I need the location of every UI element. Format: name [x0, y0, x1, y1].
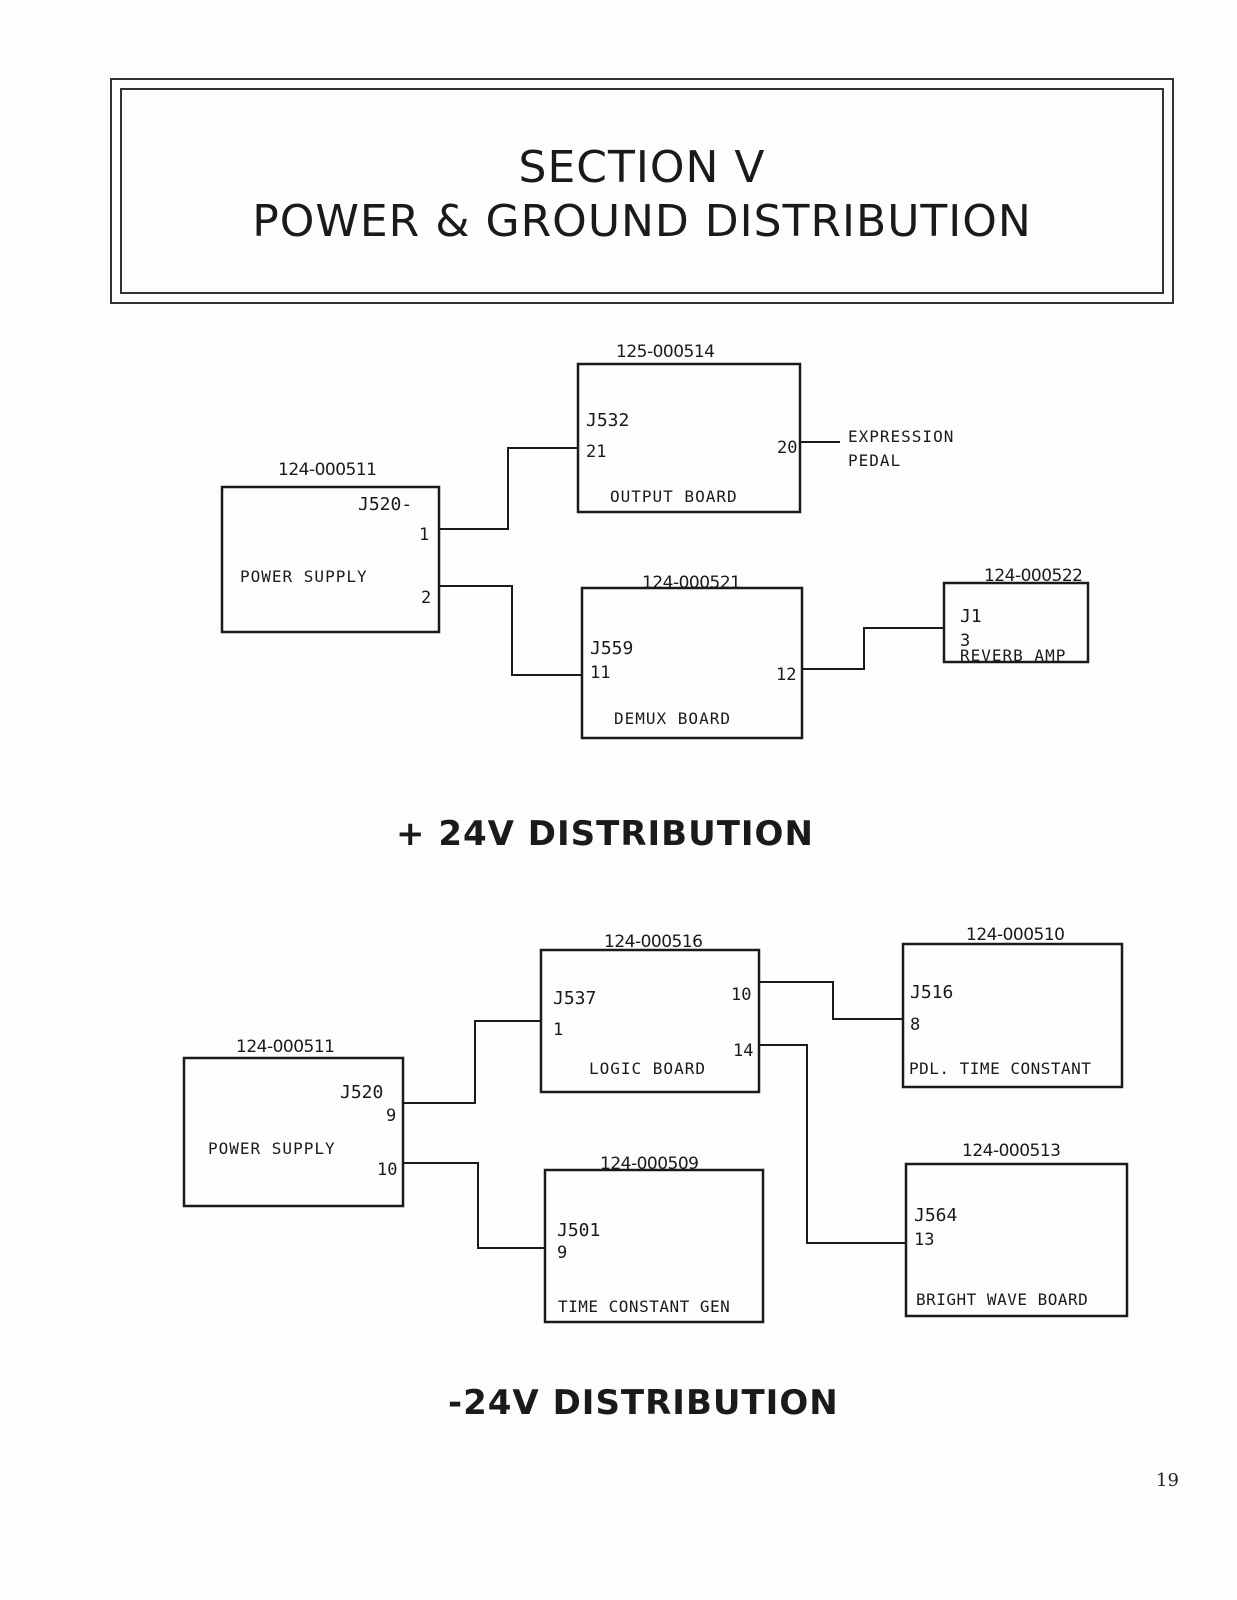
plus24-ps-connector: J520-	[358, 494, 412, 515]
plus24-caption: + 24V DISTRIBUTION	[396, 814, 814, 854]
wire-demux-to-reverb	[802, 627, 944, 670]
output-board-connector: J532	[586, 410, 629, 431]
demux-board-pin-in: 11	[590, 663, 610, 683]
pdl-time-pin: 8	[910, 1015, 920, 1035]
wire-ps10-to-timegen	[403, 1162, 545, 1249]
plus24-ps-pin-b: 2	[421, 588, 431, 608]
pdl-time-label: PDL. TIME CONSTANT	[909, 1059, 1091, 1078]
minus24-ps-pin-a: 9	[386, 1106, 396, 1126]
page-number: 19	[1156, 1470, 1179, 1491]
demux-board-connector: J559	[590, 638, 633, 659]
plus24-ps-label: POWER SUPPLY	[240, 567, 368, 586]
reverb-amp-pin: 3	[960, 631, 970, 651]
reverb-amp-part: 124-000522	[984, 566, 1082, 586]
demux-board-part: 124-000521	[642, 573, 740, 593]
time-gen-box	[543, 1168, 765, 1324]
output-board-pin-out: 20	[777, 438, 797, 458]
section-title: POWER & GROUND DISTRIBUTION	[252, 196, 1032, 247]
pdl-time-connector: J516	[910, 982, 953, 1003]
bright-wave-label: BRIGHT WAVE BOARD	[916, 1290, 1088, 1309]
wire-logic10-to-pdl	[759, 981, 903, 1020]
logic-board-part: 124-000516	[604, 932, 702, 952]
minus24-ps-connector: J520	[340, 1082, 383, 1103]
output-board-box	[576, 362, 802, 514]
bright-wave-part: 124-000513	[962, 1141, 1060, 1161]
minus24-ps-part: 124-000511	[236, 1037, 334, 1057]
pdl-time-box	[901, 942, 1124, 1089]
demux-board-label: DEMUX BOARD	[614, 709, 731, 728]
section-heading: SECTION V	[518, 142, 766, 193]
minus24-ps-label: POWER SUPPLY	[208, 1139, 336, 1158]
plus24-ps-box	[220, 485, 441, 634]
pdl-time-part: 124-000510	[966, 925, 1064, 945]
wire-ps9-to-logic	[403, 1020, 541, 1104]
logic-board-pin-out-a: 10	[731, 985, 751, 1005]
output-board-part: 125-000514	[616, 342, 714, 362]
minus24-caption: -24V DISTRIBUTION	[448, 1383, 839, 1423]
time-gen-pin: 9	[557, 1243, 567, 1263]
minus24-diagram: 124-000511 J520 9 10 POWER SUPPLY 124-00…	[182, 925, 1129, 1324]
bright-wave-box	[904, 1162, 1129, 1318]
reverb-amp-box	[942, 581, 1090, 664]
bright-wave-pin: 13	[914, 1230, 934, 1250]
demux-board-pin-out: 12	[776, 665, 796, 685]
output-board-label: OUTPUT BOARD	[610, 487, 738, 506]
logic-board-pin-in: 1	[553, 1020, 563, 1040]
plus24-ps-part: 124-000511	[278, 460, 376, 480]
demux-board-box	[580, 586, 804, 740]
time-gen-label: TIME CONSTANT GEN	[558, 1297, 730, 1316]
reverb-amp-connector: J1	[960, 606, 982, 627]
output-board-pin-in: 21	[586, 442, 606, 462]
title-inner-frame	[120, 88, 1164, 294]
wire-ps1-to-output	[439, 447, 578, 530]
plus24-diagram: 124-000511 J520- 1 2 POWER SUPPLY 125-00…	[220, 342, 1090, 740]
title-frame: SECTION V POWER & GROUND DISTRIBUTION	[110, 78, 1174, 304]
logic-board-pin-out-b: 14	[733, 1041, 753, 1061]
reverb-amp-label: REVERB AMP	[960, 646, 1066, 665]
minus24-ps-box	[182, 1056, 405, 1208]
logic-board-label: LOGIC BOARD	[589, 1059, 706, 1078]
wire-logic14-to-brightwave	[759, 1044, 906, 1244]
minus24-ps-pin-b: 10	[377, 1160, 397, 1180]
bright-wave-connector: J564	[914, 1205, 957, 1226]
expression-label-line1: EXPRESSION	[848, 427, 954, 446]
plus24-ps-pin-a: 1	[419, 525, 429, 545]
wire-ps2-to-demux	[439, 585, 582, 676]
time-gen-connector: J501	[557, 1220, 600, 1241]
expression-label-line2: PEDAL	[848, 451, 901, 470]
logic-board-connector: J537	[553, 988, 596, 1009]
